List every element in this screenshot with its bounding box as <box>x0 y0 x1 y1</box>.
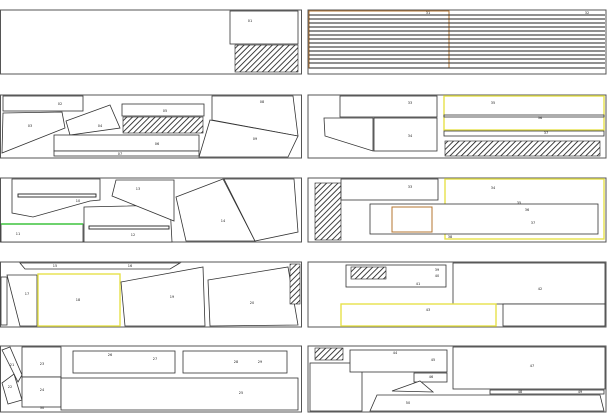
part-label: 23 <box>40 362 44 366</box>
part-label: 19 <box>170 295 174 299</box>
part-label: 20 <box>250 301 254 305</box>
part-label: 48 <box>518 390 522 394</box>
part-label: 10 <box>76 199 80 203</box>
sheet-6[interactable]: 31 32 <box>307 9 607 75</box>
sheet-10[interactable]: 44 45 46 47 48 49 50 <box>307 345 607 413</box>
part-label: 15 <box>53 264 57 268</box>
part-label: 06 <box>155 142 159 146</box>
strip-rows <box>309 14 605 69</box>
part-label: 36 <box>538 116 542 120</box>
part-label: 38 <box>448 235 452 239</box>
part-label: 36 <box>525 208 529 212</box>
sheet-7[interactable]: 33 34 35 36 37 <box>307 94 607 159</box>
part-label: 46 <box>429 375 433 379</box>
part-label: 34 <box>408 134 413 138</box>
part-label: 26 <box>108 353 112 357</box>
part-label: 21 <box>10 363 14 367</box>
small-parts-cluster[interactable] <box>234 44 299 73</box>
part-label: 03 <box>28 124 32 128</box>
part-label: 34 <box>491 186 496 190</box>
sheet-2[interactable]: 02 03 04 05 06 07 08 09 <box>0 94 302 159</box>
part-label: 43 <box>426 308 430 312</box>
part-label: 39 <box>435 268 439 272</box>
part-label: 35 <box>517 201 521 205</box>
part-label: 11 <box>16 232 20 236</box>
part-label: 33 <box>408 185 412 189</box>
part-label: 47 <box>530 364 534 368</box>
part-label: 18 <box>76 298 80 302</box>
part-label: 42 <box>538 287 542 291</box>
part-label: 25 <box>239 391 243 395</box>
part-label: 24 <box>40 388 45 392</box>
part-label: 37 <box>544 131 548 135</box>
part-label: 37 <box>531 221 535 225</box>
part-label: 33 <box>408 101 412 105</box>
part-label: 16 <box>128 264 132 268</box>
sheet-4[interactable]: 15 16 17 18 19 20 <box>0 261 302 328</box>
part-label: 49 <box>578 390 582 394</box>
part-label: 14 <box>221 219 226 223</box>
part-label: 27 <box>153 357 157 361</box>
part-label: 44 <box>393 351 398 355</box>
part-label: 40 <box>435 274 439 278</box>
part-label: 17 <box>25 292 29 296</box>
part-label: 01 <box>248 19 252 23</box>
part-label: 31 <box>426 11 430 15</box>
part-label: 50 <box>406 401 410 405</box>
part-label: 45 <box>431 358 435 362</box>
part-label: 09 <box>253 137 257 141</box>
sheet-3[interactable]: 10 11 12 13 14 <box>0 177 302 243</box>
part-label: 28 <box>234 360 238 364</box>
sheet-9[interactable]: 39 40 41 42 43 <box>307 261 607 328</box>
part-label: 29 <box>258 360 262 364</box>
part-label: 35 <box>491 101 495 105</box>
part-label: 12 <box>131 233 135 237</box>
part-label: 22 <box>8 385 12 389</box>
sheet-5[interactable]: 21 22 23 24 25 26 27 28 29 30 <box>0 345 302 413</box>
part-label: 13 <box>136 187 140 191</box>
part-label: 08 <box>260 100 264 104</box>
part-label: 05 <box>163 109 167 113</box>
part[interactable] <box>229 10 299 45</box>
part-label: 32 <box>585 11 589 15</box>
sheet-1[interactable]: 01 <box>0 9 302 75</box>
part-label: 30 <box>40 406 44 410</box>
part-label: 07 <box>118 152 122 156</box>
sheet-8[interactable]: 33 34 35 36 37 38 <box>307 177 607 243</box>
part-label: 41 <box>416 282 420 286</box>
part-label: 02 <box>58 102 62 106</box>
part-label: 04 <box>98 124 103 128</box>
